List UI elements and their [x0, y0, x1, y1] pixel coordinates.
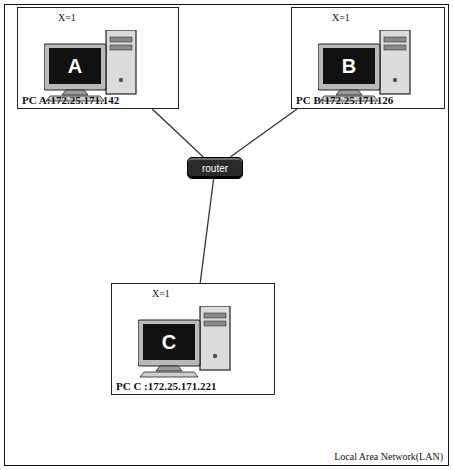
network-cable	[200, 179, 213, 283]
pc-box: X=1B PC B:172.25.171.126	[291, 7, 445, 109]
network-cable	[152, 109, 203, 157]
pc-box: X=1A PC A:172.25.171.142	[17, 7, 179, 109]
network-frame: Local Area Network(LAN)X=1APC A:172.25.1…	[4, 4, 449, 466]
pc-address-label: PC A:172.25.171.142	[22, 94, 119, 106]
screen-letter: C	[162, 331, 176, 353]
pc-address-label: PC B:172.25.171.126	[296, 94, 393, 106]
variable-label: X=1	[58, 12, 76, 23]
variable-label: X=1	[152, 288, 170, 299]
computer-icon	[138, 306, 238, 378]
screen-letter: A	[68, 55, 82, 77]
router-label: router	[202, 163, 228, 174]
computer-icon	[318, 30, 418, 102]
pc-address-label: PC C :172.25.171.221	[116, 380, 217, 392]
variable-label: X=1	[332, 12, 350, 23]
network-label: Local Area Network(LAN)	[334, 451, 443, 462]
router-box: router	[187, 157, 243, 179]
computer-icon	[44, 30, 144, 102]
screen-letter: B	[342, 55, 356, 77]
pc-box: X=1C PC C :172.25.171.221	[111, 283, 275, 395]
network-cable	[230, 109, 297, 157]
